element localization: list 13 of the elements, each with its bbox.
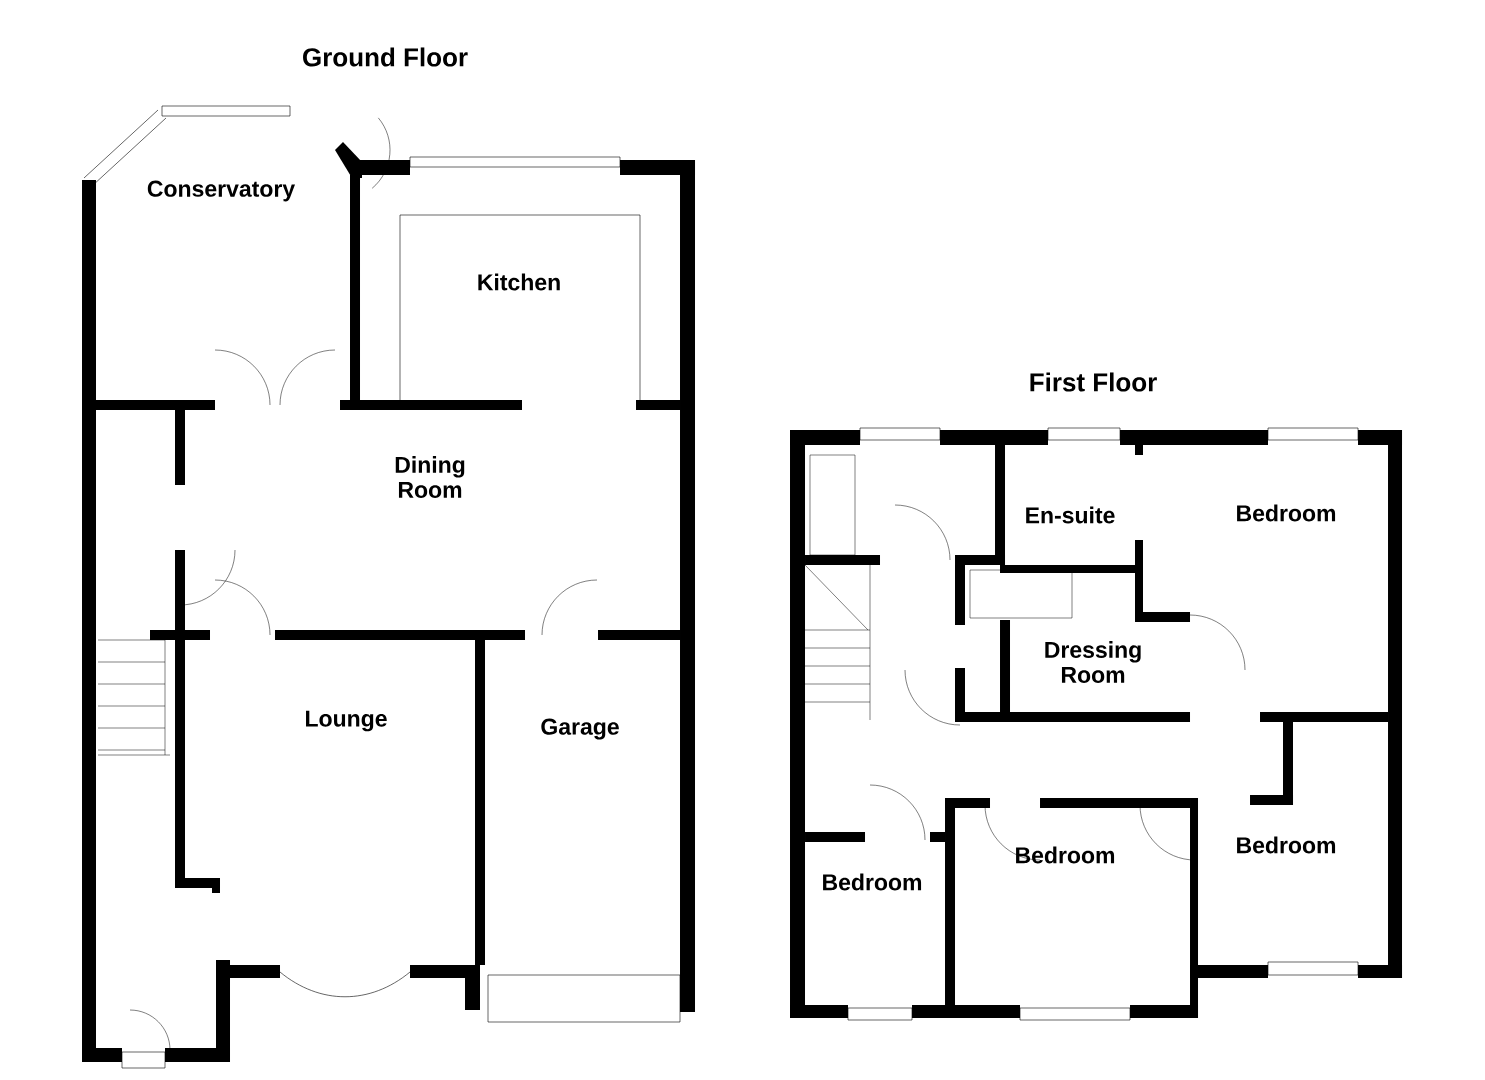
- room-label: Bedroom: [1016, 846, 1115, 864]
- room-label: Bedroom: [823, 873, 922, 891]
- room-label: Bedroom: [1237, 504, 1336, 522]
- room-label: En-suite: [1026, 506, 1115, 524]
- room-label: Bedroom: [1237, 836, 1336, 854]
- room-label: Lounge: [306, 710, 387, 732]
- room-label: Kitchen: [478, 273, 560, 291]
- floor-heading: Ground Floor: [303, 47, 468, 67]
- room-label: Dressing Room: [1045, 641, 1141, 683]
- room-label: Conservatory: [147, 180, 295, 202]
- room-label: Garage: [541, 718, 619, 740]
- floor-heading: First Floor: [1030, 372, 1157, 392]
- room-label: Dining Room: [395, 456, 465, 498]
